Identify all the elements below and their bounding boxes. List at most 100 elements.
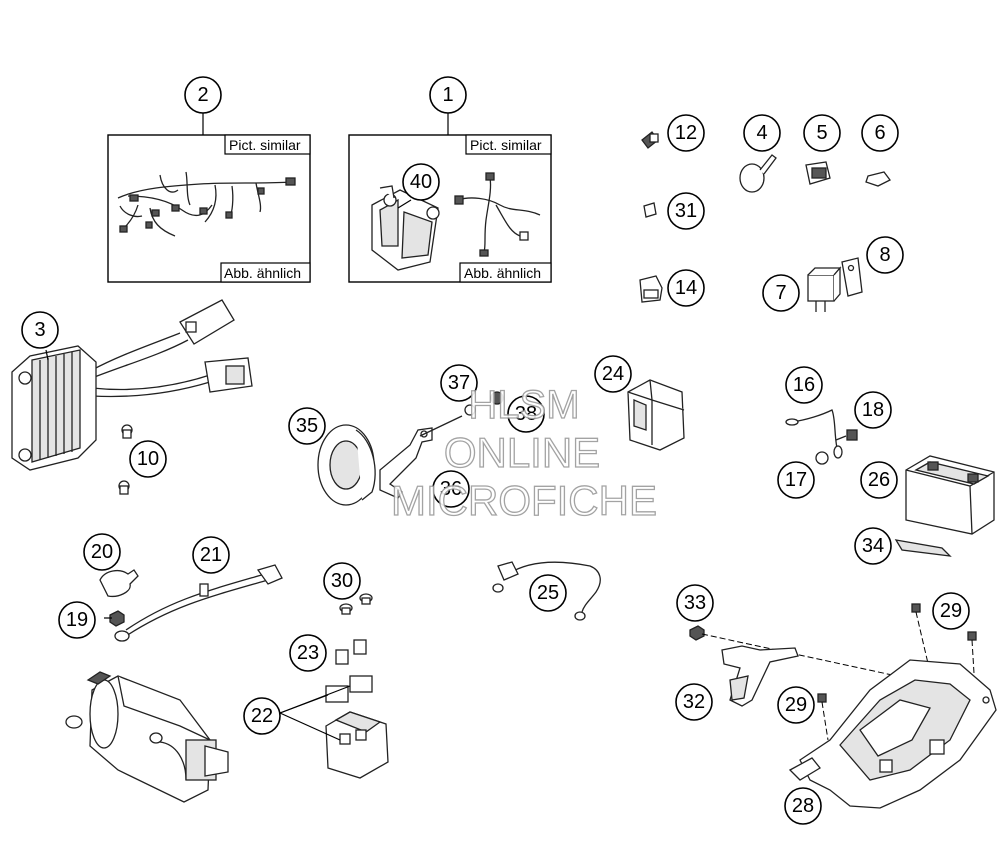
screw-29c — [817, 693, 827, 703]
nut-37 — [464, 404, 476, 416]
fuse-31 — [643, 202, 657, 218]
callout-3: 3 — [21, 311, 59, 349]
callout-21: 21 — [192, 536, 230, 574]
callout-10: 10 — [129, 440, 167, 478]
callout-29-bottom: 29 — [777, 686, 815, 724]
svg-text:29: 29 — [940, 600, 962, 622]
svg-text:32: 32 — [683, 691, 705, 713]
svg-text:22: 22 — [251, 705, 273, 727]
callout-14: 14 — [667, 269, 705, 307]
callout-29-top: 29 — [932, 592, 970, 630]
callout-18: 18 — [854, 391, 892, 429]
callout-22: 22 — [243, 697, 281, 735]
fuse-23a — [335, 649, 349, 665]
callout-25: 25 — [529, 574, 567, 612]
watermark-line-3: MICROFICHE — [391, 477, 657, 524]
callout-5: 5 — [803, 114, 841, 152]
starter-motor — [65, 671, 229, 803]
svg-text:24: 24 — [602, 363, 624, 385]
box-label-pict-similar: Pict. similar — [229, 137, 301, 153]
starter-relay — [325, 675, 389, 779]
callout-33: 33 — [676, 584, 714, 622]
svg-text:28: 28 — [792, 795, 814, 817]
fuse-23b — [353, 639, 367, 655]
washer-17 — [815, 451, 829, 465]
rear-holder-28 — [788, 659, 997, 809]
callout-28: 28 — [784, 787, 822, 825]
clip-5 — [805, 161, 831, 185]
box-label-abb-aehnlich: Abb. ähnlich — [464, 265, 541, 281]
nut-19 — [109, 610, 125, 627]
screw-10a — [121, 424, 133, 439]
assembly-line — [821, 701, 829, 741]
ground-cable — [785, 409, 843, 459]
assembly-line — [701, 633, 986, 696]
sub-wiring-harness — [454, 172, 541, 257]
screw-29b — [967, 631, 977, 641]
svg-text:17: 17 — [785, 469, 807, 491]
support-bracket-32 — [721, 645, 799, 707]
svg-text:5: 5 — [816, 122, 827, 144]
wiring-harness-box: Pict. similar Abb. ähnlich — [107, 134, 311, 283]
callout-34: 34 — [854, 527, 892, 565]
svg-text:8: 8 — [879, 244, 890, 266]
screw-30a — [339, 603, 353, 615]
callout-8: 8 — [866, 236, 904, 274]
watermark-line-2: ONLINE — [444, 429, 600, 476]
nut-33 — [689, 625, 705, 641]
starter-cable — [114, 564, 283, 642]
svg-text:12: 12 — [675, 122, 697, 144]
callout-38: 38 — [507, 395, 545, 433]
main-wiring-harness — [117, 171, 296, 237]
watermark-line-1: HLSM — [468, 383, 579, 427]
svg-text:37: 37 — [448, 372, 470, 394]
callout-36: 36 — [432, 470, 470, 508]
battery — [905, 455, 995, 535]
battery-cable — [492, 561, 601, 621]
svg-text:19: 19 — [66, 609, 88, 631]
callout-19: 19 — [58, 601, 96, 639]
svg-text:4: 4 — [756, 122, 767, 144]
clip-6 — [865, 171, 891, 187]
svg-text:26: 26 — [868, 469, 890, 491]
callout-6: 6 — [861, 114, 899, 152]
horn-bracket — [379, 415, 463, 499]
leader-lines — [45, 113, 449, 741]
svg-text:36: 36 — [440, 478, 462, 500]
svg-text:40: 40 — [410, 171, 432, 193]
callout-4: 4 — [743, 114, 781, 152]
callout-1: 1 — [429, 76, 467, 114]
callout-24: 24 — [594, 355, 632, 393]
bulb-12 — [641, 131, 659, 149]
svg-text:20: 20 — [91, 541, 113, 563]
box-label-pict-similar: Pict. similar — [470, 137, 542, 153]
washer-38 — [490, 391, 504, 405]
fuse-box-holder — [371, 185, 440, 271]
callout-17: 17 — [777, 461, 815, 499]
svg-text:34: 34 — [862, 535, 884, 557]
callout-40: 40 — [402, 163, 440, 201]
screw-18 — [835, 429, 858, 441]
svg-text:23: 23 — [297, 642, 319, 664]
callout-20: 20 — [83, 533, 121, 571]
svg-text:16: 16 — [793, 374, 815, 396]
svg-text:18: 18 — [862, 399, 884, 421]
box-label-abb-aehnlich: Abb. ähnlich — [224, 265, 301, 281]
svg-text:3: 3 — [34, 319, 45, 341]
svg-text:29: 29 — [785, 694, 807, 716]
assembly-line — [915, 611, 931, 673]
svg-text:14: 14 — [675, 277, 697, 299]
connector-14 — [639, 275, 663, 303]
callout-32: 32 — [675, 683, 713, 721]
voltage-regulator — [11, 299, 253, 471]
callout-16: 16 — [785, 366, 823, 404]
callout-26: 26 — [860, 461, 898, 499]
svg-text:7: 7 — [775, 282, 786, 304]
svg-text:31: 31 — [675, 200, 697, 222]
callout-37: 37 — [440, 364, 478, 402]
control-unit — [627, 379, 685, 451]
relay-holder-8 — [841, 257, 863, 297]
terminal-cap — [99, 569, 139, 598]
screw-29a — [911, 603, 921, 613]
